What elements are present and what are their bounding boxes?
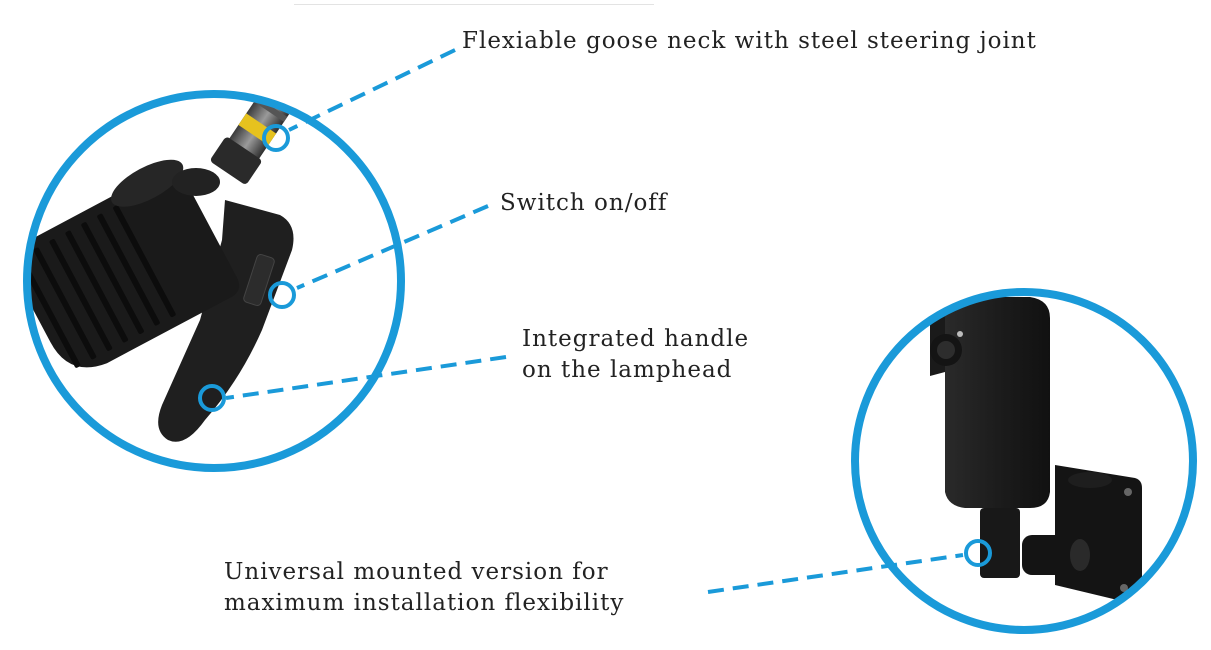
lamphead-image [27,94,319,442]
handle-label-line-1: Integrated handle [522,326,750,352]
handle-label: Integrated handle on the lamphead [522,324,749,386]
mount-leader [707,553,964,594]
lamphead-detail-ring [23,90,405,472]
switch-marker [268,281,296,309]
handle-leader [225,355,507,400]
switch-label: Switch on/off [500,190,668,216]
handle-marker [198,384,226,412]
lamphead-detail [27,94,319,442]
mount-marker [964,539,992,567]
mount-label-line-2: maximum installation flexibility [224,590,625,616]
goose-neck-marker [262,124,290,152]
switch-leader [296,204,489,290]
mount-detail-ring [851,288,1197,634]
handle-label-line-2: on the lamphead [522,357,733,383]
mount-detail [930,296,1142,604]
mount-image [930,296,1142,604]
goose-neck-label: Flexiable goose neck with steel steering… [462,28,1037,54]
goose-neck-leader [288,48,456,132]
top-divider [294,4,654,5]
mount-label: Universal mounted version for maximum in… [224,557,624,619]
mount-label-line-1: Universal mounted version for [224,559,609,585]
